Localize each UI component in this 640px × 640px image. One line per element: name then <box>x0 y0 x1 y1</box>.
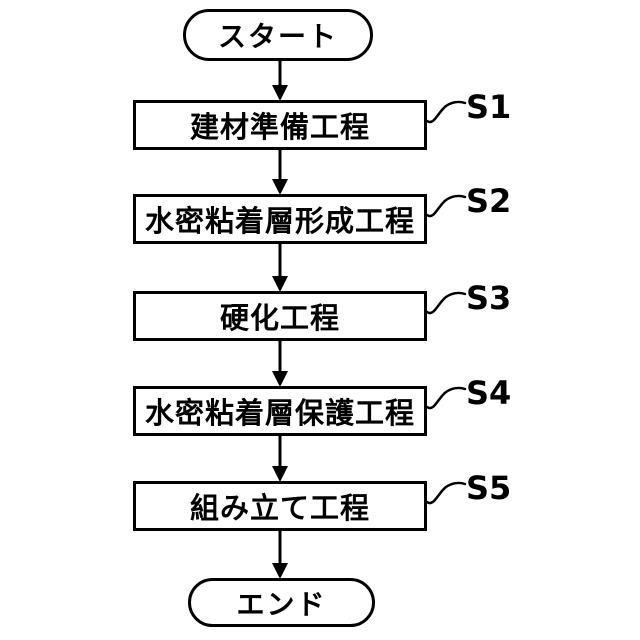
flow-arrow-s5-to-end <box>272 531 288 579</box>
start-node: スタート <box>183 9 373 61</box>
end-node: エンド <box>188 578 375 627</box>
process-box-s1-label: 建材準備工程 <box>189 110 370 144</box>
step-id-label-s3: S3 <box>466 279 512 317</box>
process-box-s1: 建材準備工程 <box>133 100 427 150</box>
step-id-label-s2: S2 <box>466 182 512 220</box>
step-connector-curve-s2 <box>425 194 467 218</box>
start-node-label: スタート <box>217 20 338 53</box>
flow-arrow-start-to-s1 <box>272 60 288 101</box>
step-connector-curve-s1 <box>425 100 467 124</box>
process-box-s5: 組み立て工程 <box>133 481 427 531</box>
process-box-s2: 水密粘着層形成工程 <box>133 194 427 244</box>
flow-arrow-s3-to-s4 <box>272 341 288 387</box>
end-node-label: エンド <box>236 587 327 621</box>
step-connector-curve-s3 <box>425 291 467 315</box>
process-box-s3-label: 硬化工程 <box>219 301 340 335</box>
flow-arrow-s4-to-s5 <box>272 436 288 482</box>
step-id-label-s1: S1 <box>466 88 512 126</box>
flow-arrow-s2-to-s3 <box>272 244 288 292</box>
step-connector-curve-s4 <box>425 386 467 410</box>
process-box-s4-label: 水密粘着層保護工程 <box>144 396 415 430</box>
flow-arrow-s1-to-s2 <box>272 150 288 195</box>
process-box-s4: 水密粘着層保護工程 <box>133 386 427 436</box>
process-box-s3: 硬化工程 <box>133 291 427 341</box>
step-id-label-s4: S4 <box>466 374 512 412</box>
step-id-label-s5: S5 <box>466 469 512 507</box>
step-connector-curve-s5 <box>425 481 467 505</box>
process-box-s2-label: 水密粘着層形成工程 <box>144 204 415 238</box>
process-box-s5-label: 組み立て工程 <box>189 491 370 525</box>
